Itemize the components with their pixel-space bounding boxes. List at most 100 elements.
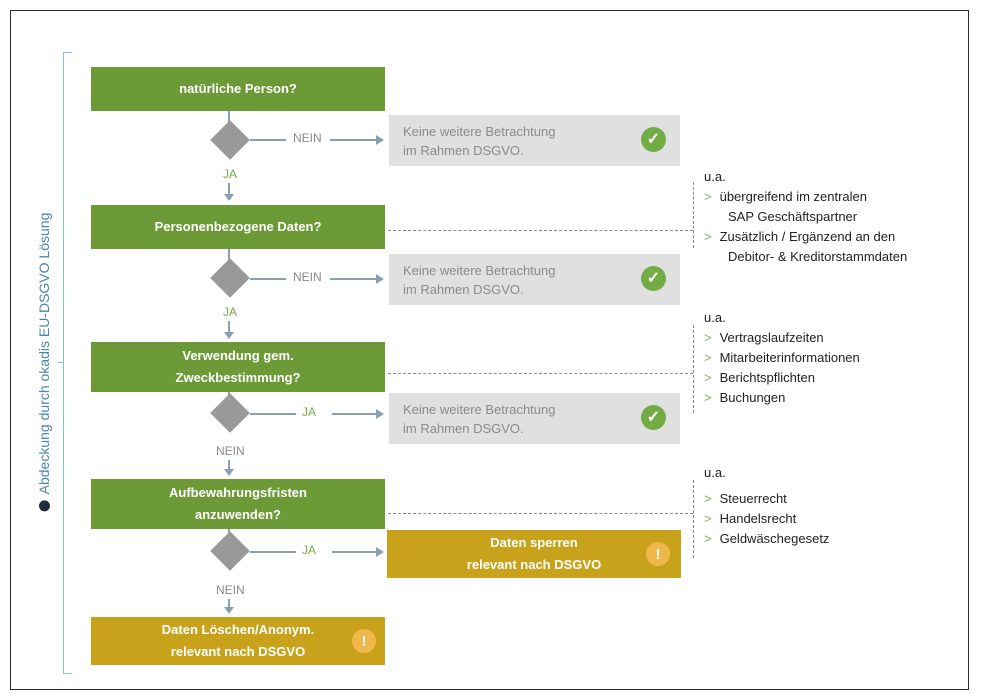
- side-label: Abdeckung durch okadis EU-DSGVO Lösung: [36, 212, 52, 495]
- check-circle-icon: ✓: [641, 405, 666, 430]
- note-item: > Buchungen: [704, 388, 860, 408]
- connector: [228, 599, 230, 609]
- step-natural-person: natürliche Person?: [91, 67, 385, 111]
- connector: [330, 278, 376, 280]
- outcome-text: relevant nach DSGVO: [170, 644, 306, 659]
- step-retention-label: anzuwenden?: [195, 507, 281, 522]
- note-item-text: Buchungen: [719, 390, 786, 405]
- note-heading: u.a.: [704, 169, 726, 184]
- branch-label: JA: [302, 405, 317, 419]
- dashed-connector: [693, 325, 694, 413]
- step-purpose-label: Verwendung gem.: [182, 348, 294, 363]
- connector: [330, 139, 376, 141]
- note-item: > Handelsrecht: [704, 509, 829, 529]
- outcome-no-further: Keine weitere Betrachtung im Rahmen DSGV…: [389, 393, 680, 444]
- note-item-text: Handelsrecht: [719, 511, 797, 526]
- note-heading: u.a.: [704, 310, 726, 325]
- step-purpose: Verwendung gem. Zweckbestimmung?: [91, 342, 385, 392]
- chevron-right-icon: >: [704, 370, 712, 385]
- outcome-text: relevant nach DSGVO: [466, 557, 602, 572]
- exclamation-circle-icon: !: [646, 542, 670, 566]
- connector: [250, 278, 286, 280]
- arrow-down-icon: [224, 607, 234, 614]
- chevron-right-icon: >: [704, 511, 712, 526]
- connector: [228, 183, 230, 195]
- check-circle-icon: ✓: [641, 266, 666, 291]
- chevron-right-icon: >: [704, 330, 712, 345]
- chevron-right-icon: >: [704, 189, 712, 204]
- connector: [332, 413, 376, 415]
- chevron-right-icon: >: [704, 350, 712, 365]
- outcome-no-further: Keine weitere Betrachtung im Rahmen DSGV…: [389, 254, 680, 305]
- arrow-right-icon: [376, 409, 384, 419]
- note-item: > Zusätzlich / Ergänzend an den: [704, 227, 907, 247]
- note-legal: u.a. > Steuerrecht > Handelsrecht >Geldwäs…: [704, 463, 829, 549]
- branch-label: JA: [223, 167, 238, 181]
- arrow-down-icon: [224, 194, 234, 201]
- note-item: > Vertragslaufzeiten: [704, 328, 860, 348]
- outcome-text: im Rahmen DSGVO.: [403, 421, 524, 436]
- check-circle-icon: ✓: [641, 127, 666, 152]
- connector: [250, 413, 296, 415]
- note-item-text: Geldwäschegesetz: [719, 531, 830, 546]
- side-bracket: [63, 52, 72, 674]
- outcome-text: Keine weitere Betrachtung: [403, 402, 556, 417]
- note-item-text: Vertragslaufzeiten: [719, 330, 824, 345]
- dashed-connector: [693, 480, 694, 558]
- outcome-text: Daten Löschen/Anonym.: [161, 622, 315, 637]
- note-item: > Steuerrecht: [704, 489, 829, 509]
- outcome-text: Daten sperren: [490, 535, 578, 550]
- step-personal-data: Personenbezogene Daten?: [91, 205, 385, 249]
- note-item-text: Steuerrecht: [719, 491, 787, 506]
- outcome-delete-data: Daten Löschen/Anonym. relevant nach DSGV…: [91, 617, 385, 665]
- note-item-text: Mitarbeiterinformationen: [719, 350, 860, 365]
- note-item-text: Berichtspflichten: [719, 370, 815, 385]
- connector: [250, 551, 296, 553]
- outcome-no-further: Keine weitere Betrachtung im Rahmen DSGV…: [389, 115, 680, 166]
- note-item: >Geldwäschegesetz: [704, 529, 829, 549]
- branch-label: NEIN: [293, 131, 322, 145]
- connector: [228, 321, 230, 333]
- connector: [250, 139, 286, 141]
- branch-label: NEIN: [293, 270, 322, 284]
- arrow-right-icon: [376, 274, 384, 284]
- connector: [332, 551, 376, 553]
- branch-label: JA: [223, 305, 238, 319]
- branch-label: NEIN: [216, 583, 245, 597]
- outcome-text: im Rahmen DSGVO.: [403, 143, 524, 158]
- note-purpose: u.a. > Vertragslaufzeiten > Mitarbeiterinf…: [704, 308, 860, 408]
- note-item-text: SAP Geschäftspartner: [728, 209, 858, 224]
- note-heading: u.a.: [704, 465, 726, 480]
- note-item-text: Debitor- & Kreditorstammdaten: [728, 249, 908, 264]
- outcome-text: Keine weitere Betrachtung: [403, 263, 556, 278]
- branch-label: JA: [302, 543, 317, 557]
- step-purpose-label: Zweckbestimmung?: [175, 370, 301, 385]
- exclamation-circle-icon: !: [352, 629, 376, 653]
- diagram-frame: [10, 10, 969, 690]
- chevron-right-icon: >: [704, 491, 712, 506]
- step-retention-label: Aufbewahrungsfristen: [169, 485, 307, 500]
- note-item-text: Zusätzlich / Ergänzend an den: [719, 229, 896, 244]
- connector: [228, 460, 230, 470]
- dashed-connector: [388, 373, 693, 374]
- arrow-down-icon: [224, 332, 234, 339]
- connector: [228, 111, 230, 124]
- note-item: > übergreifend im zentralen: [704, 187, 907, 207]
- chevron-right-icon: >: [704, 229, 712, 244]
- note-partner-data: u.a. > übergreifend im zentralen SAP Gesc…: [704, 167, 907, 267]
- chevron-right-icon: >: [704, 390, 712, 405]
- note-item-text: übergreifend im zentralen: [719, 189, 868, 204]
- outcome-text: im Rahmen DSGVO.: [403, 282, 524, 297]
- branch-label: NEIN: [216, 444, 245, 458]
- note-item: > Berichtspflichten: [704, 368, 860, 388]
- side-bracket-tick: [58, 362, 64, 363]
- okadis-logo-icon: [38, 500, 50, 512]
- step-personal-data-label: Personenbezogene Daten?: [154, 219, 322, 234]
- arrow-right-icon: [376, 547, 384, 557]
- outcome-block-data: Daten sperren relevant nach DSGVO: [387, 530, 681, 578]
- dashed-connector: [693, 182, 694, 248]
- arrow-right-icon: [376, 135, 384, 145]
- step-retention: Aufbewahrungsfristen anzuwenden?: [91, 479, 385, 529]
- connector: [228, 249, 230, 262]
- dashed-connector: [388, 513, 693, 514]
